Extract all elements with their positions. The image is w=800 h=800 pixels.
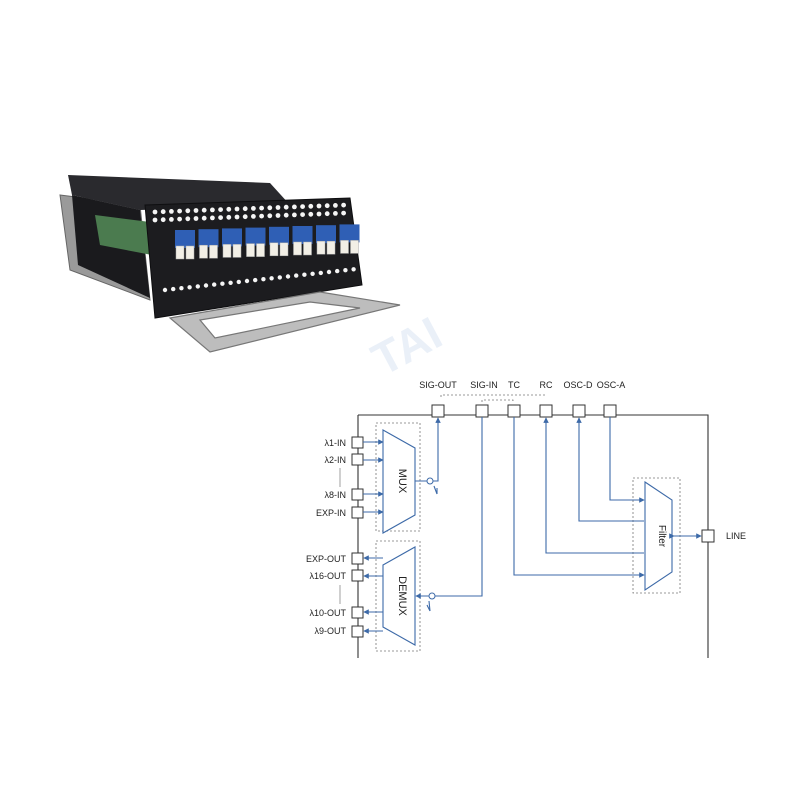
demux-label: DEMUX xyxy=(396,576,408,616)
port-l16-out xyxy=(352,570,363,581)
label-l1-in: λ1-IN xyxy=(324,438,346,448)
port-l2-in xyxy=(352,454,363,465)
port-osc-d xyxy=(573,405,585,417)
port-sig-in xyxy=(476,405,488,417)
port-exp-out xyxy=(352,553,363,564)
demux-tap xyxy=(429,593,435,599)
label-osc-a: OSC-A xyxy=(597,380,626,390)
sig-link-dash xyxy=(441,395,545,397)
label-sig-in: SIG-IN xyxy=(470,380,498,390)
label-l8-in: λ8-IN xyxy=(324,490,346,500)
label-l10-out: λ10-OUT xyxy=(309,608,346,618)
port-line xyxy=(702,530,714,542)
port-tc xyxy=(508,405,520,417)
demux-tap-arrow xyxy=(427,601,430,611)
label-exp-in: EXP-IN xyxy=(316,508,346,518)
port-l9-out xyxy=(352,626,363,637)
label-l16-out: λ16-OUT xyxy=(309,571,346,581)
mux-tap-arrow xyxy=(434,486,437,494)
filter-label: Filter xyxy=(656,525,667,548)
label-rc: RC xyxy=(540,380,553,390)
port-exp-in xyxy=(352,507,363,518)
link-filter-rc xyxy=(546,418,644,553)
label-l9-out: λ9-OUT xyxy=(315,626,347,636)
port-l8-in xyxy=(352,489,363,500)
link-filter-oscd xyxy=(579,418,644,521)
port-osc-a xyxy=(604,405,616,417)
label-line: LINE xyxy=(726,531,746,541)
port-l10-out xyxy=(352,607,363,618)
mux-tap xyxy=(427,478,433,484)
label-tc: TC xyxy=(508,380,520,390)
link-osca-filter xyxy=(610,417,644,500)
label-l2-in: λ2-IN xyxy=(324,455,346,465)
port-rc xyxy=(540,405,552,417)
label-osc-d: OSC-D xyxy=(564,380,594,390)
mux-label: MUX xyxy=(396,469,408,494)
port-sig-out xyxy=(432,405,444,417)
label-exp-out: EXP-OUT xyxy=(306,554,347,564)
port-l1-in xyxy=(352,437,363,448)
link-sigin-demux xyxy=(416,417,482,596)
link-mux-sigout xyxy=(415,418,438,481)
sig-in-tc-dash xyxy=(482,400,513,402)
label-sig-out: SIG-OUT xyxy=(419,380,457,390)
